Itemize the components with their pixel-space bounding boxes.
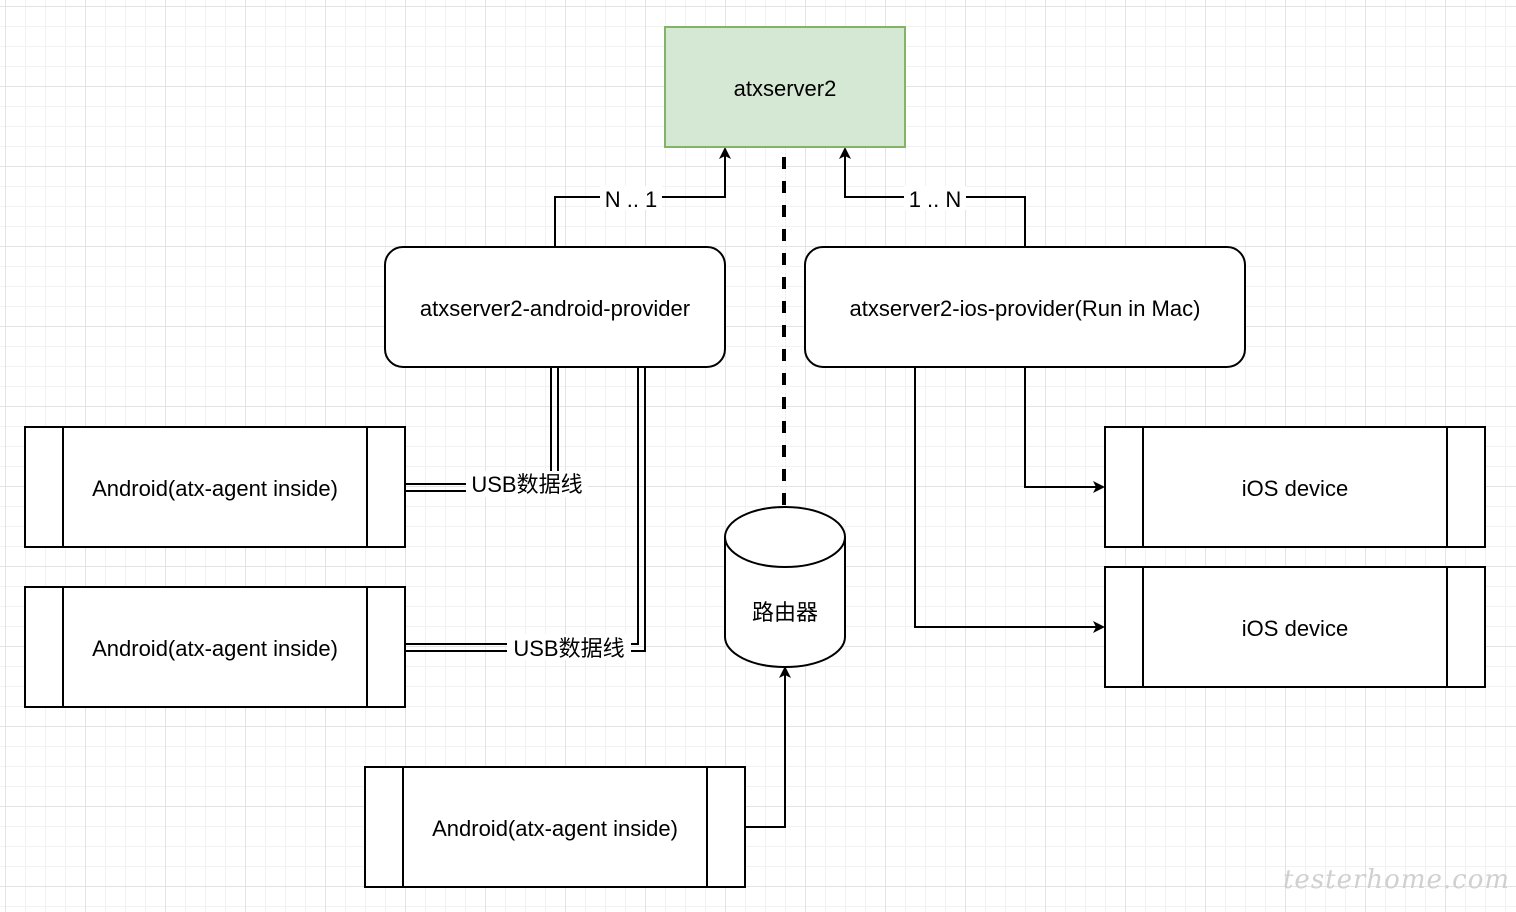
node-ios-device-1: iOS device bbox=[1104, 426, 1486, 548]
node-atxserver2: atxserver2 bbox=[664, 26, 906, 148]
edge-label-bg bbox=[466, 471, 588, 497]
node-router: 路由器 bbox=[724, 506, 846, 668]
usb-cable-label-2: USB数据线 bbox=[513, 636, 624, 661]
usb-cable-2 bbox=[405, 367, 646, 652]
node-atxserver2-label: atxserver2 bbox=[734, 76, 837, 101]
edge-label-bg bbox=[904, 186, 966, 210]
node-android-device-1-label: Android(atx-agent inside) bbox=[92, 476, 338, 501]
edge-label-n-to-1: N .. 1 bbox=[605, 187, 658, 212]
edge-label-bg bbox=[507, 634, 631, 660]
node-android-provider-label: atxserver2-android-provider bbox=[420, 296, 690, 321]
watermark: testerhome.com bbox=[1283, 865, 1510, 895]
node-android-device-3-label: Android(atx-agent inside) bbox=[432, 816, 678, 841]
node-ios-device-2-label: iOS device bbox=[1242, 616, 1348, 641]
node-android-device-2-label: Android(atx-agent inside) bbox=[92, 636, 338, 661]
node-android-provider: atxserver2-android-provider bbox=[384, 246, 726, 368]
node-ios-device-2: iOS device bbox=[1104, 566, 1486, 688]
edge-android-device-3-to-router bbox=[745, 666, 791, 828]
node-android-device-1: Android(atx-agent inside) bbox=[24, 426, 406, 548]
node-ios-provider-label: atxserver2-ios-provider(Run in Mac) bbox=[850, 296, 1201, 321]
node-android-device-2: Android(atx-agent inside) bbox=[24, 586, 406, 708]
node-android-device-3: Android(atx-agent inside) bbox=[364, 766, 746, 888]
node-router-label: 路由器 bbox=[752, 600, 818, 625]
usb-cable-label-1: USB数据线 bbox=[471, 472, 582, 497]
node-ios-provider: atxserver2-ios-provider(Run in Mac) bbox=[804, 246, 1246, 368]
edge-ios-provider-to-ios-device-2 bbox=[914, 367, 1105, 633]
edge-label-bg bbox=[600, 186, 662, 210]
edge-ios-provider-to-ios-device-1 bbox=[1024, 367, 1105, 493]
edge-label-1-to-n: 1 .. N bbox=[909, 187, 962, 212]
node-ios-device-1-label: iOS device bbox=[1242, 476, 1348, 501]
